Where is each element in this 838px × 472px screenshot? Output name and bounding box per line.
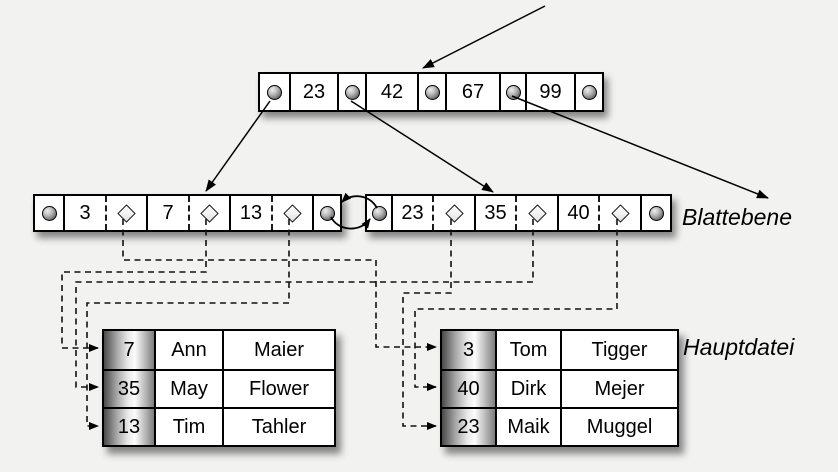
table-name-cell: Ann bbox=[154, 331, 222, 369]
pointer-dot-icon bbox=[344, 84, 360, 100]
pointer-dot-icon bbox=[581, 84, 597, 100]
diamond-icon bbox=[283, 203, 302, 223]
right-data-table: 3 Tom Tigger 40 Dirk Mejer 23 Maik Mugge… bbox=[440, 329, 679, 447]
pointer-cell bbox=[499, 74, 525, 110]
pointer-dot-icon bbox=[371, 205, 387, 221]
pointer-dot-icon bbox=[41, 205, 57, 221]
record-pointer-cell bbox=[188, 196, 229, 230]
record-link-key3 bbox=[122, 219, 437, 351]
pointer-dot-icon bbox=[648, 205, 664, 221]
leaf-key-cell: 13 bbox=[229, 196, 271, 230]
leaf-level-label: Blattebene bbox=[682, 204, 792, 230]
record-pointer-cell bbox=[271, 196, 312, 230]
root-to-left-leaf-arrow bbox=[205, 100, 271, 192]
leaf-key: 7 bbox=[162, 201, 174, 224]
root-key-cell: 99 bbox=[525, 74, 574, 110]
pointer-cell bbox=[35, 196, 63, 230]
table-key-cell: 3 bbox=[442, 331, 495, 369]
root-key-cell: 23 bbox=[289, 74, 337, 110]
main-file-label: Hauptdatei bbox=[683, 334, 795, 360]
diamond-icon bbox=[117, 203, 136, 223]
leaf-key-cell: 40 bbox=[557, 196, 598, 230]
pointer-cell bbox=[260, 74, 289, 110]
leaf-key-cell: 23 bbox=[391, 196, 432, 230]
pointer-dot-icon bbox=[267, 84, 282, 100]
right-leaf-node: 23 35 40 bbox=[365, 194, 672, 232]
pointer-dot-icon bbox=[505, 84, 521, 100]
pointer-cell bbox=[640, 196, 670, 230]
incoming-root-arrow bbox=[422, 5, 546, 69]
root-key: 67 bbox=[461, 80, 485, 103]
record-pointer-cell bbox=[598, 196, 640, 230]
table-surname-cell: Muggel bbox=[560, 407, 677, 445]
table-surname-cell: Flower bbox=[222, 369, 334, 407]
table-surname-cell: Mejer bbox=[560, 369, 677, 407]
table-name-cell: Maik bbox=[495, 407, 560, 445]
table-name-cell: Tom bbox=[495, 331, 560, 369]
table-surname-cell: Tigger bbox=[560, 331, 677, 369]
leaf-key-cell: 7 bbox=[146, 196, 188, 230]
root-key-cell: 67 bbox=[445, 74, 499, 110]
record-pointer-cell bbox=[515, 196, 557, 230]
diamond-icon bbox=[527, 203, 547, 223]
pointer-cell bbox=[417, 74, 445, 110]
table-key-cell: 7 bbox=[104, 331, 154, 369]
table-name-cell: May bbox=[154, 369, 222, 407]
pointer-cell bbox=[367, 196, 391, 230]
root-key-cell: 42 bbox=[365, 74, 417, 110]
pointer-cell bbox=[337, 74, 365, 110]
table-surname-cell: Maier bbox=[222, 331, 334, 369]
record-pointer-cell bbox=[105, 196, 146, 230]
diamond-icon bbox=[200, 203, 219, 223]
root-node: 23 42 67 99 bbox=[258, 72, 604, 112]
leaf-key: 13 bbox=[239, 201, 263, 224]
pointer-cell bbox=[312, 196, 340, 230]
root-key: 42 bbox=[380, 80, 404, 103]
left-leaf-node: 3 7 13 bbox=[33, 194, 342, 232]
root-to-right-leaf-arrow bbox=[350, 100, 494, 193]
leaf-key-cell: 3 bbox=[63, 196, 105, 230]
table-surname-cell: Tahler bbox=[222, 407, 334, 445]
pointer-dot-icon bbox=[424, 84, 440, 100]
diamond-icon bbox=[610, 203, 630, 223]
root-key: 99 bbox=[539, 80, 562, 103]
left-data-table: 7 Ann Maier 35 May Flower 13 Tim Tahler bbox=[102, 329, 336, 447]
leaf-key-cell: 35 bbox=[474, 196, 515, 230]
leaf-key: 35 bbox=[484, 201, 507, 224]
pointer-dot-icon bbox=[319, 205, 335, 221]
table-key-cell: 13 bbox=[104, 407, 154, 445]
leaf-key: 23 bbox=[401, 201, 424, 224]
pointer-cell bbox=[574, 74, 602, 110]
table-key-cell: 40 bbox=[442, 369, 495, 407]
record-pointer-cell bbox=[432, 196, 474, 230]
table-key-cell: 35 bbox=[104, 369, 154, 407]
table-name-cell: Tim bbox=[154, 407, 222, 445]
diamond-icon bbox=[444, 203, 464, 223]
table-name-cell: Dirk bbox=[495, 369, 560, 407]
table-key-cell: 23 bbox=[442, 407, 495, 445]
leaf-key: 40 bbox=[567, 201, 590, 224]
root-key: 23 bbox=[302, 80, 326, 103]
leaf-key: 3 bbox=[79, 201, 91, 224]
